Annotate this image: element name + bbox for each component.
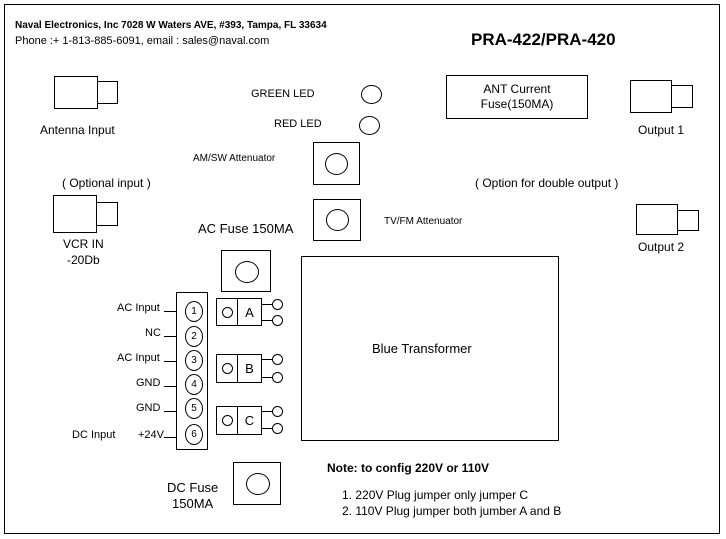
tv-fm-attenuator-label: TV/FM Attenuator bbox=[384, 216, 463, 227]
terminal-label-1: AC Input bbox=[117, 302, 160, 314]
jumper-c-contact-bottom bbox=[272, 423, 283, 434]
jumper-c-socket bbox=[216, 406, 238, 435]
note-title: Note: to config 220V or 110V bbox=[327, 461, 490, 475]
output2-connector-body bbox=[636, 204, 678, 235]
vcr-level-label: -20Db bbox=[67, 253, 100, 267]
blue-transformer-label: Blue Transformer bbox=[372, 341, 472, 356]
output1-label: Output 1 bbox=[638, 123, 685, 137]
terminal-lead-5 bbox=[164, 411, 176, 412]
dc-fuse bbox=[233, 462, 281, 505]
jumper-a-contact-top bbox=[272, 299, 283, 310]
diagram-frame bbox=[4, 4, 720, 534]
terminal-label-3: AC Input bbox=[117, 352, 160, 364]
jumper-b: B bbox=[237, 354, 262, 383]
blue-transformer bbox=[301, 256, 559, 441]
terminal-pin-3: 3 bbox=[185, 350, 203, 371]
jumper-c: C bbox=[237, 406, 262, 435]
dc-fuse-label-line1: DC Fuse bbox=[167, 480, 219, 495]
option-double-output-label: ( Option for double output ) bbox=[475, 176, 619, 190]
output2-connector-tip bbox=[677, 210, 699, 231]
antenna-input-label: Antenna Input bbox=[40, 123, 115, 137]
terminal-lead-3 bbox=[164, 361, 176, 362]
terminal-lead-2 bbox=[164, 336, 176, 337]
ac-fuse bbox=[221, 250, 271, 292]
output1-connector-body bbox=[630, 80, 672, 113]
model-title: PRA-422/PRA-420 bbox=[471, 30, 616, 49]
jumper-b-contact-top bbox=[272, 354, 283, 365]
dc-fuse-cap bbox=[246, 473, 270, 495]
vcr-input-connector-tip bbox=[96, 202, 118, 226]
jumper-a-pin bbox=[222, 307, 233, 318]
terminal-pin-4: 4 bbox=[185, 374, 203, 395]
dc-fuse-label-line2: 150MA bbox=[172, 496, 214, 511]
ant-current-fuse-line1: ANT Current bbox=[483, 82, 551, 96]
terminal-label-4: GND bbox=[136, 377, 161, 389]
jumper-c-contact-top bbox=[272, 406, 283, 417]
jumper-a: A bbox=[237, 298, 262, 326]
terminal-pin-5: 5 bbox=[185, 398, 203, 419]
company-contact: Phone :+ 1-813-885-6091, email : sales@n… bbox=[15, 35, 270, 47]
red-led-label: RED LED bbox=[274, 118, 322, 130]
jumper-a-lead-bottom bbox=[262, 320, 273, 321]
antenna-input-connector-tip bbox=[97, 81, 118, 104]
jumper-b-contact-bottom bbox=[272, 372, 283, 383]
jumper-b-socket bbox=[216, 354, 238, 383]
terminal-label-5: GND bbox=[136, 402, 161, 414]
am-sw-attenuator-label: AM/SW Attenuator bbox=[193, 153, 276, 164]
output2-label: Output 2 bbox=[638, 240, 685, 254]
terminal-lead-4 bbox=[164, 386, 176, 387]
ant-current-fuse-line2: Fuse(150MA) bbox=[480, 97, 554, 111]
ac-fuse-cap bbox=[235, 261, 259, 283]
am-sw-attenuator-knob bbox=[325, 153, 348, 175]
note-item-2: 2. 110V Plug jumper both jumber A and B bbox=[342, 504, 562, 518]
ac-fuse-label: AC Fuse 150MA bbox=[198, 221, 294, 236]
jumper-b-lead-bottom bbox=[262, 377, 273, 378]
terminal-lead-1 bbox=[164, 311, 176, 312]
am-sw-attenuator bbox=[313, 142, 360, 185]
company-address: Naval Electronics, Inc 7028 W Waters AVE… bbox=[15, 20, 327, 31]
ant-current-fuse: ANT Current Fuse(150MA) bbox=[446, 75, 588, 119]
vcr-input-connector-body bbox=[53, 195, 97, 233]
jumper-a-socket bbox=[216, 298, 238, 326]
green-led-label: GREEN LED bbox=[251, 88, 315, 100]
dc-input-label: DC Input bbox=[72, 429, 116, 441]
tv-fm-attenuator-knob bbox=[326, 209, 349, 231]
tv-fm-attenuator bbox=[313, 199, 361, 241]
note-item-1: 1. 220V Plug jumper only jumper C bbox=[342, 488, 529, 502]
terminal-label-2: NC bbox=[145, 327, 161, 339]
terminal-pin-1: 1 bbox=[185, 301, 203, 322]
green-led bbox=[361, 85, 382, 104]
terminal-lead-6 bbox=[164, 437, 176, 438]
antenna-input-connector-body bbox=[54, 76, 98, 109]
jumper-b-pin bbox=[222, 363, 233, 374]
vcr-in-label: VCR IN bbox=[63, 237, 104, 251]
red-led bbox=[359, 116, 380, 135]
jumper-b-lead-top bbox=[262, 359, 273, 360]
jumper-c-lead-bottom bbox=[262, 428, 273, 429]
terminal-label-6: +24V bbox=[138, 429, 164, 441]
output1-connector-tip bbox=[671, 85, 693, 108]
optional-input-label: ( Optional input ) bbox=[62, 176, 151, 190]
jumper-a-lead-top bbox=[262, 304, 273, 305]
terminal-pin-6: 6 bbox=[185, 424, 203, 445]
jumper-c-lead-top bbox=[262, 411, 273, 412]
jumper-c-pin bbox=[222, 415, 233, 426]
jumper-a-contact-bottom bbox=[272, 315, 283, 326]
terminal-pin-2: 2 bbox=[185, 326, 203, 347]
